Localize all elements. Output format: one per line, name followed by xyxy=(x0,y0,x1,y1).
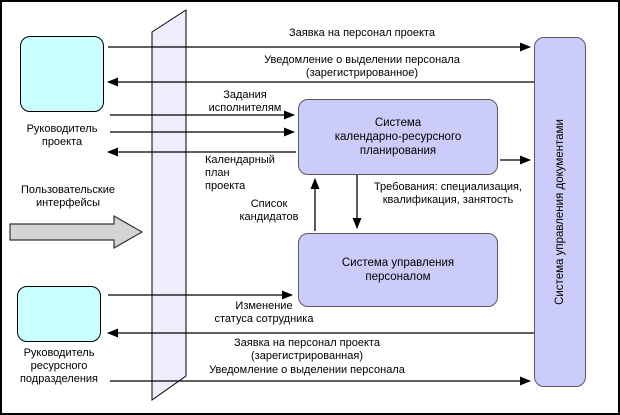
project-manager-label: Руководитель проекта xyxy=(26,123,98,148)
personnel-system-label: Система управления персоналом xyxy=(341,257,455,283)
planning-system-label: Система календарно-ресурсного планирован… xyxy=(334,117,462,157)
resource-manager-label: Руководитель ресурсного подразделения xyxy=(19,347,99,385)
planning-system-box: Система календарно-ресурсного планирован… xyxy=(298,99,498,175)
users-block-arrow xyxy=(9,214,144,250)
personnel-system-box: Система управления персоналом xyxy=(298,233,498,307)
label-notice-registered: Уведомление о выделении персонала (зарег… xyxy=(264,54,460,79)
label-notice: Уведомление о выделении персонала xyxy=(209,364,405,376)
label-request-registered: Заявка на персонал проекта (зарегистриро… xyxy=(234,337,380,362)
label-tasks: Задания исполнителям xyxy=(208,89,282,114)
documents-system-box: Система управления документами xyxy=(534,37,586,387)
label-project-request: Заявка на персонал проекта xyxy=(289,27,435,39)
project-manager-box xyxy=(20,36,104,112)
label-candidates: Список кандидатов xyxy=(239,198,299,223)
interface-plane xyxy=(151,9,187,401)
user-interfaces-label: Пользовательские интерфейсы xyxy=(21,184,115,209)
documents-system-label: Система управления документами xyxy=(554,119,566,305)
label-requirements: Требования: специализация, квалификация,… xyxy=(373,181,523,206)
label-status-change: Изменение статуса сотрудника xyxy=(214,300,314,325)
resource-manager-box xyxy=(17,286,101,342)
label-calendar-plan: Календарный план проекта xyxy=(205,154,275,192)
